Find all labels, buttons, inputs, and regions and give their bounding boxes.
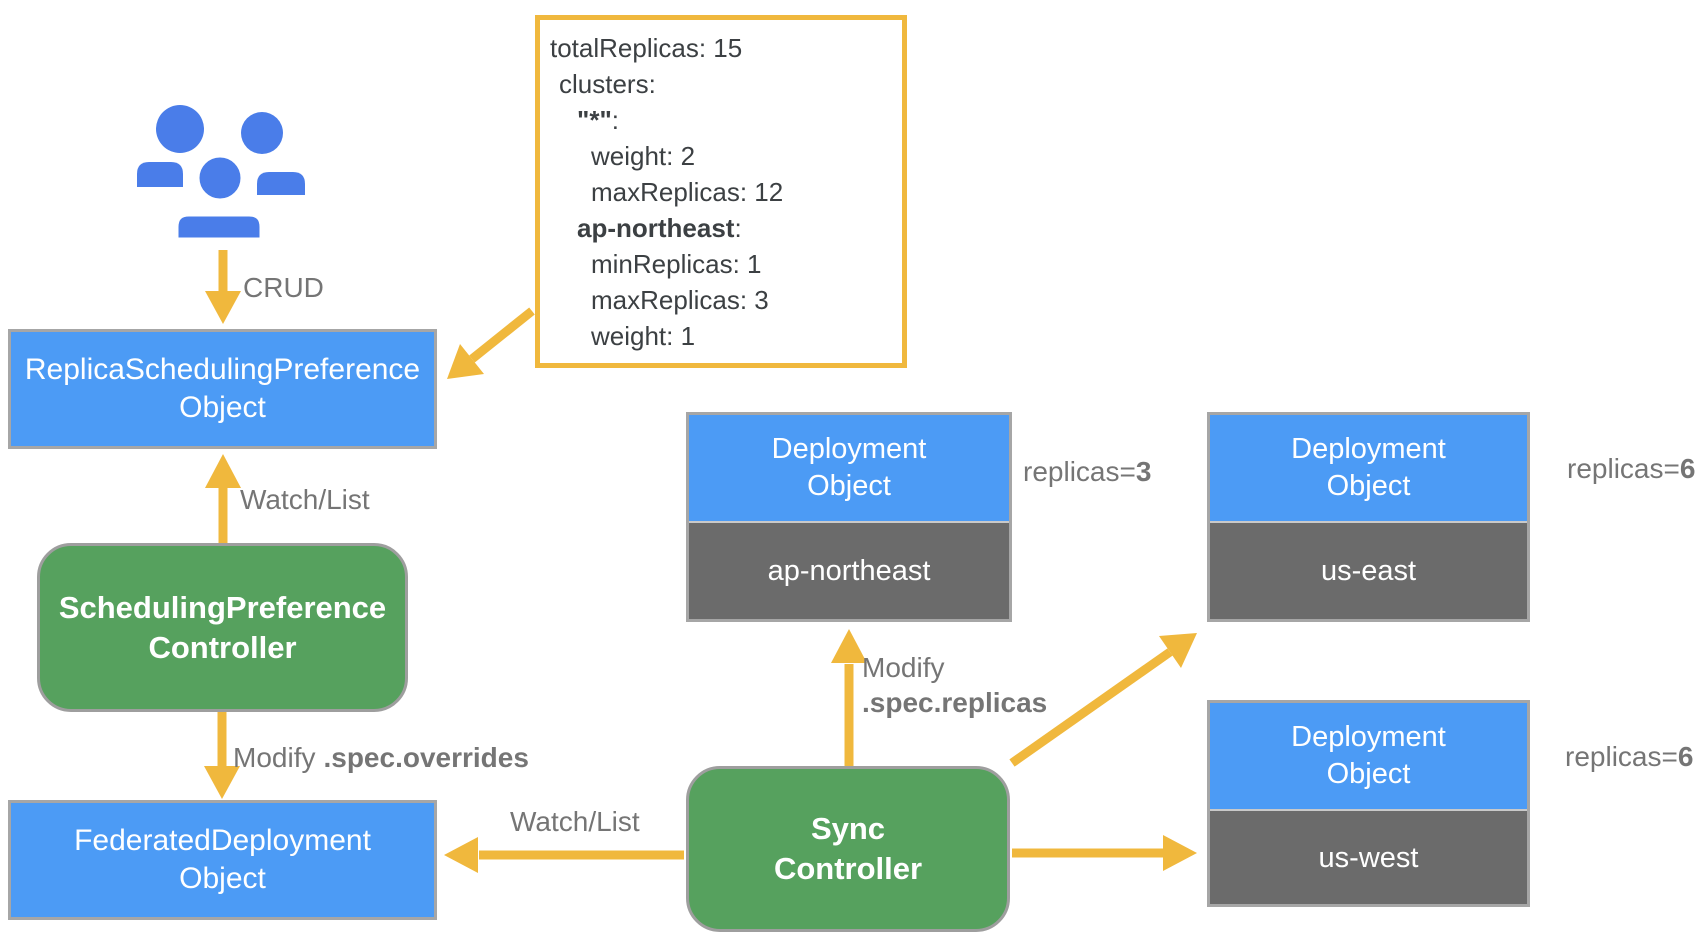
box-title-line: Object xyxy=(179,391,266,424)
replicas-label-us-east: replicas=6 xyxy=(1567,453,1696,484)
cluster-name-label: us-east xyxy=(1320,554,1417,587)
yaml-spec-box: totalReplicas: 15 clusters: "*": weight:… xyxy=(535,15,907,368)
yaml-line: weight: 1 xyxy=(591,321,696,351)
box-title-line: FederatedDeployment xyxy=(74,824,371,857)
cluster-name-label: us-west xyxy=(1318,841,1419,874)
deployment-card-ap-northeast: Deployment Object ap-northeast xyxy=(686,412,1012,622)
yaml-line: maxReplicas: 3 xyxy=(591,285,769,315)
yaml-line: minReplicas: 1 xyxy=(591,249,762,279)
scheduling-preference-controller-box: SchedulingPreference Controller xyxy=(37,543,408,712)
watch-list-arrow-sync xyxy=(444,837,684,873)
replicas-label-us-west: replicas=6 xyxy=(1565,741,1694,772)
modify-overrides-label: Modify.spec.overrides xyxy=(233,742,529,773)
sync-controller-box: Sync Controller xyxy=(686,766,1010,932)
box-title-line: SchedulingPreference xyxy=(58,589,387,625)
federated-deployment-object-box: FederatedDeployment Object xyxy=(8,800,437,920)
watch-list-arrow-spc xyxy=(205,454,241,545)
yaml-line: totalReplicas: 15 xyxy=(550,33,743,63)
box-title-line: ReplicaSchedulingPreference xyxy=(24,353,421,386)
deployment-object-header: Deployment Object xyxy=(1210,415,1527,523)
watch-list-label-spc: Watch/List xyxy=(240,484,370,515)
crud-label: CRUD xyxy=(243,272,324,303)
yaml-pointer-arrow xyxy=(447,307,535,379)
box-title-line: Controller xyxy=(148,629,297,665)
yaml-line: clusters: xyxy=(559,69,656,99)
deployment-object-header: Deployment Object xyxy=(689,415,1009,523)
cluster-name-label: ap-northeast xyxy=(767,554,931,587)
replica-scheduling-preference-object-box: ReplicaSchedulingPreference Object xyxy=(8,329,437,449)
yaml-line: "*": xyxy=(577,105,620,135)
replicas-label-ap-northeast: replicas=3 xyxy=(1023,456,1152,487)
yaml-line: ap-northeast: xyxy=(577,213,742,243)
yaml-line: weight: 2 xyxy=(591,141,696,171)
crud-arrow xyxy=(205,250,241,324)
yaml-line: maxReplicas: 12 xyxy=(591,177,784,207)
box-title-line: Controller xyxy=(773,851,923,886)
users-group-icon xyxy=(137,105,305,245)
sync-us-west-arrow xyxy=(1012,835,1197,871)
box-title-line: Sync xyxy=(810,811,886,846)
modify-replicas-label: Modify .spec.replicas xyxy=(862,652,1048,718)
watch-list-label-sync: Watch/List xyxy=(510,806,640,837)
deployment-object-header: Deployment Object xyxy=(1210,703,1527,811)
deployment-card-us-west: Deployment Object us-west xyxy=(1207,700,1530,907)
deployment-card-us-east: Deployment Object us-east xyxy=(1207,412,1530,622)
box-title-line: Object xyxy=(179,862,266,895)
